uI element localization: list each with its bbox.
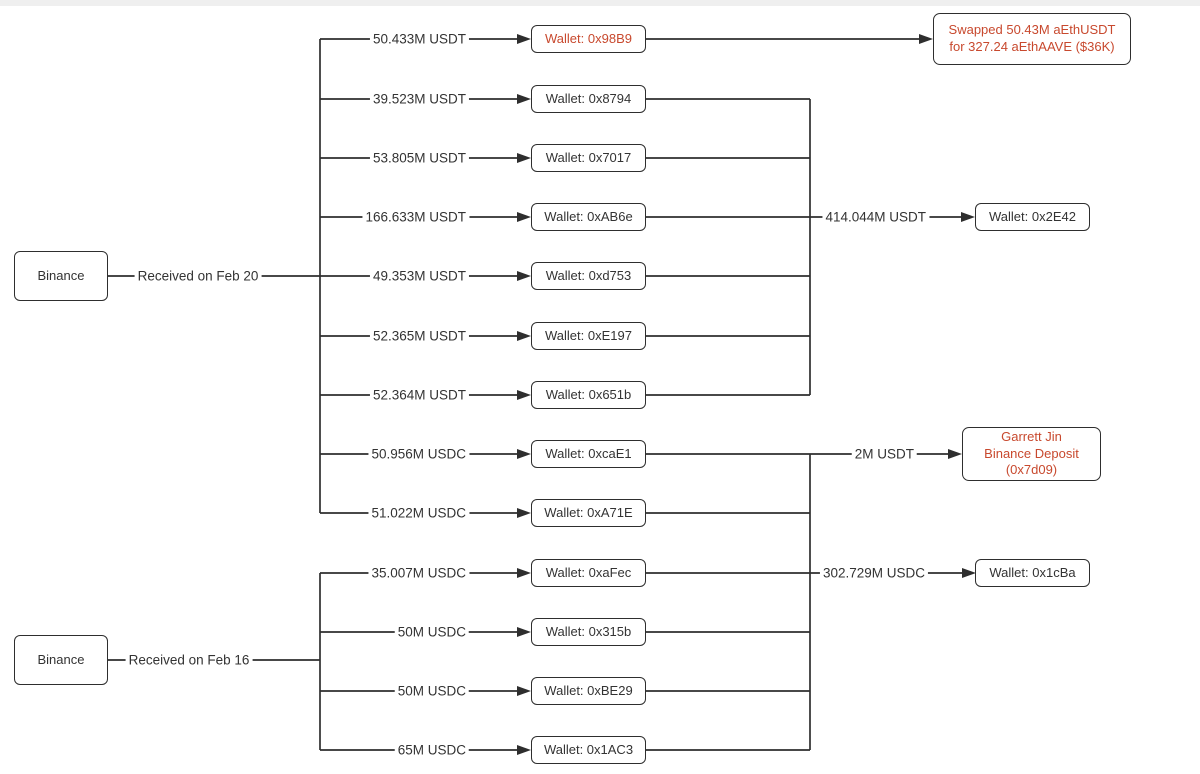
- aggregate-amount-usdt: 414.044M USDT: [822, 208, 929, 226]
- received-note-feb16: Received on Feb 16: [125, 651, 253, 669]
- source-label: Binance: [37, 267, 85, 283]
- wallet-node-0x7017: Wallet: 0x7017: [531, 144, 646, 172]
- flow-amount-label: 50M USDC: [394, 682, 469, 700]
- swap-note-node: Swapped 50.43M aEthUSDT for 327.24 aEthA…: [933, 13, 1131, 65]
- source-node-binance-feb20: Binance: [14, 251, 108, 301]
- wallet-node-0xcaE1: Wallet: 0xcaE1: [531, 440, 646, 468]
- aggregate-amount-usdc: 302.729M USDC: [819, 564, 928, 582]
- aggregate-amount-2m-usdt: 2M USDT: [851, 445, 917, 463]
- wallet-node-0xaFec: Wallet: 0xaFec: [531, 559, 646, 587]
- garrett-jin-deposit-node: Garrett Jin Binance Deposit (0x7d09): [962, 427, 1101, 481]
- swap-note-line1: Swapped 50.43M aEthUSDT: [948, 22, 1116, 38]
- wallet-node-0xE197: Wallet: 0xE197: [531, 322, 646, 350]
- received-note-feb20: Received on Feb 20: [134, 267, 262, 285]
- garrett-line3: (0x7d09): [1005, 462, 1058, 478]
- flow-amount-label: 35.007M USDC: [368, 564, 469, 582]
- source-node-binance-feb16: Binance: [14, 635, 108, 685]
- flow-amount-label: 53.805M USDT: [369, 149, 469, 167]
- flow-amount-label: 52.365M USDT: [369, 327, 469, 345]
- flow-amount-label: 65M USDC: [394, 741, 469, 759]
- flow-amount-label: 50.956M USDC: [368, 445, 469, 463]
- flow-amount-label: 51.022M USDC: [368, 504, 469, 522]
- wallet-node-0xBE29: Wallet: 0xBE29: [531, 677, 646, 705]
- flow-amount-label: 50M USDC: [394, 623, 469, 641]
- flow-amount-label: 50.433M USDT: [369, 30, 469, 48]
- wallet-node-0x2E42: Wallet: 0x2E42: [975, 203, 1090, 231]
- wallet-node-0x98B9: Wallet: 0x98B9: [531, 25, 646, 53]
- wallet-node-0x1AC3: Wallet: 0x1AC3: [531, 736, 646, 764]
- wallet-node-0xA71E: Wallet: 0xA71E: [531, 499, 646, 527]
- wallet-node-0x1cBa: Wallet: 0x1cBa: [975, 559, 1090, 587]
- source-label: Binance: [37, 651, 85, 667]
- wallet-node-0xd753: Wallet: 0xd753: [531, 262, 646, 290]
- swap-note-line2: for 327.24 aEthAAVE ($36K): [949, 39, 1115, 54]
- flow-amount-label: 39.523M USDT: [369, 90, 469, 108]
- wallet-node-0x8794: Wallet: 0x8794: [531, 85, 646, 113]
- garrett-line2: Binance Deposit: [984, 445, 1079, 461]
- wallet-node-0x315b: Wallet: 0x315b: [531, 618, 646, 646]
- top-edge-strip: [0, 0, 1200, 6]
- flow-amount-label: 52.364M USDT: [369, 386, 469, 404]
- wallet-node-0x651b: Wallet: 0x651b: [531, 381, 646, 409]
- flow-amount-label: 166.633M USDT: [362, 208, 469, 226]
- garrett-line1: Garrett Jin: [1001, 428, 1062, 444]
- wallet-node-0xAB6e: Wallet: 0xAB6e: [531, 203, 646, 231]
- flow-amount-label: 49.353M USDT: [369, 267, 469, 285]
